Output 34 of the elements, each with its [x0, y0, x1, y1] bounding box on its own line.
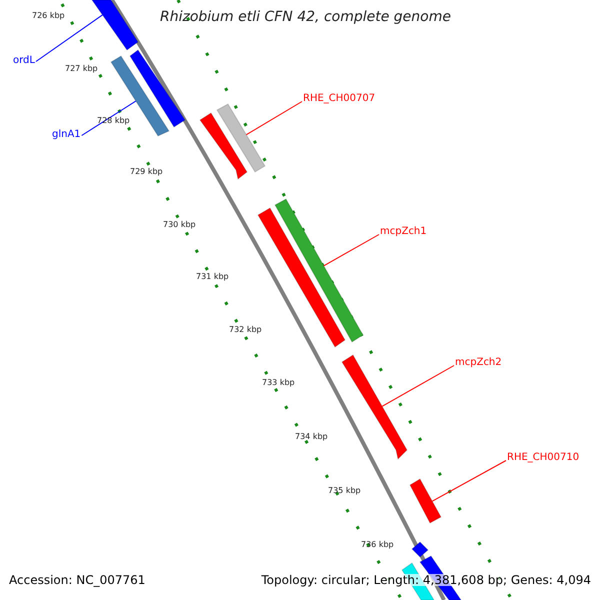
- leader-line: [432, 460, 506, 502]
- leader-line: [81, 100, 136, 136]
- tick-label: 736 kbp: [361, 541, 394, 549]
- leader-line: [382, 365, 454, 407]
- gene-label: RHE_CH00710: [507, 453, 580, 463]
- genome-title: Rhizobium etli CFN 42, complete genome: [160, 10, 451, 24]
- tick-label: 733 kbp: [262, 379, 295, 387]
- gene-block: [91, 0, 139, 51]
- gene-label: ordL: [13, 56, 35, 66]
- gene-label: mcpZch1: [380, 227, 427, 237]
- gene-block: [216, 103, 266, 173]
- tick-label: 731 kbp: [196, 273, 229, 281]
- tick-label: 730 kbp: [163, 221, 196, 229]
- gene-label: mcpZch2: [455, 358, 502, 368]
- gene-block: [341, 354, 408, 460]
- leader-line: [323, 234, 380, 266]
- gene-block: [409, 478, 442, 524]
- tick-label: 726 kbp: [32, 12, 65, 20]
- gene-label: glnA1: [52, 130, 81, 140]
- tick-label: 727 kbp: [65, 65, 98, 73]
- gene-block: [274, 198, 364, 343]
- tick-label: 729 kbp: [130, 168, 163, 176]
- accession-text: Accession: NC_007761: [9, 574, 146, 586]
- gene-block: [199, 112, 248, 180]
- gene-block: [110, 55, 170, 137]
- gene-label: RHE_CH00707: [303, 94, 376, 104]
- gene-block: [129, 49, 186, 128]
- tick-label: 735 kbp: [328, 487, 361, 495]
- gene-block: [411, 541, 429, 558]
- leader-line: [35, 14, 103, 62]
- tick-label: 732 kbp: [229, 326, 262, 334]
- leader-line: [246, 101, 302, 136]
- genome-stats-text: Topology: circular; Length: 4,381,608 bp; Genes: 4,094: [261, 574, 591, 586]
- tick-label: 734 kbp: [295, 433, 328, 441]
